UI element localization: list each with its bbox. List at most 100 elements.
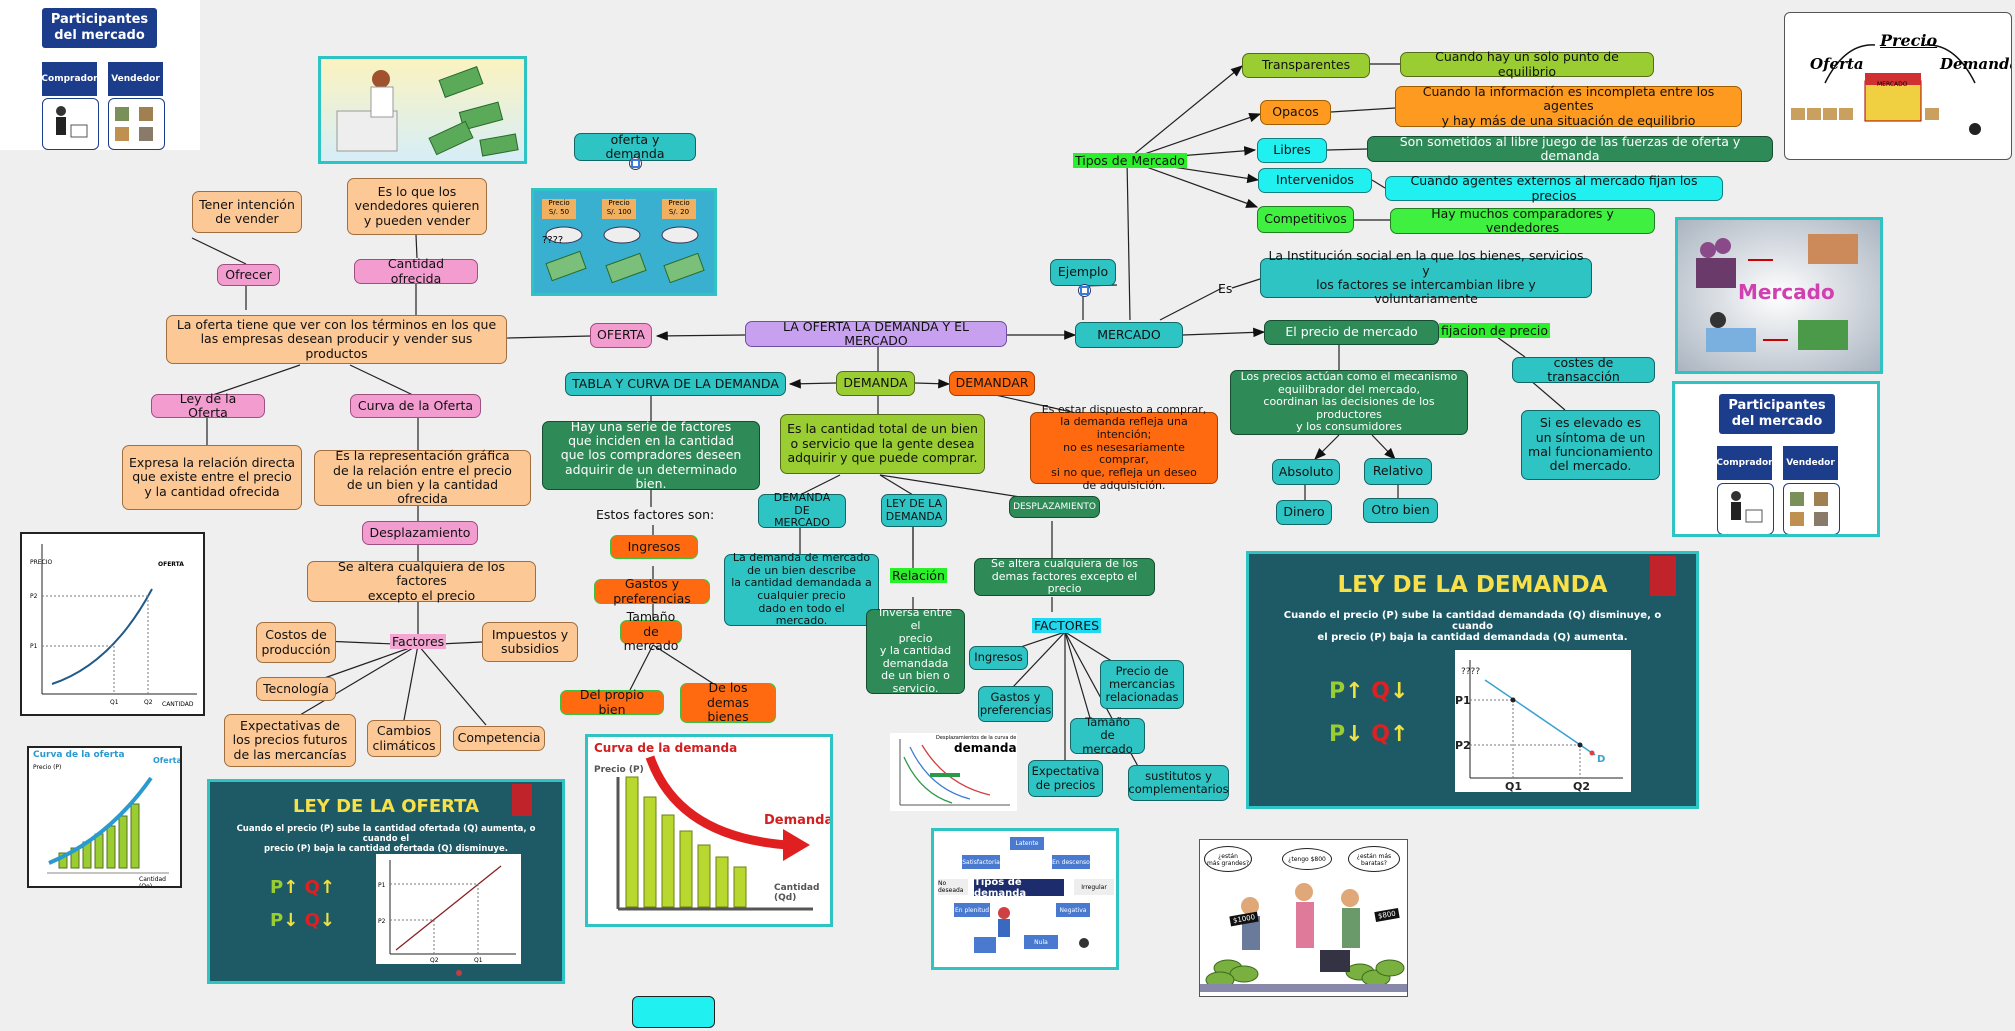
mercado-definition[interactable]: La Institución social en la que los bien…: [1260, 249, 1592, 306]
tipo-transparentes-def[interactable]: Cuando hay un solo punto de equilibrio: [1400, 49, 1654, 78]
factor-gastos-preferencias[interactable]: Gastos y preferencias: [978, 686, 1053, 722]
tipo-intervenidos[interactable]: Intervenidos: [1258, 168, 1372, 193]
tabla-demanda-definition[interactable]: Hay una serie de factores que inciden en…: [542, 419, 760, 491]
tipo-libres[interactable]: Libres: [1257, 138, 1327, 163]
factor-precio-relacionadas[interactable]: Precio de mercancias relacionadas: [1100, 660, 1184, 709]
demanda-node[interactable]: DEMANDA: [836, 371, 915, 396]
factor-costos[interactable]: Costos de producción: [256, 622, 336, 663]
tener-intencion-node[interactable]: Tener intención de vender: [192, 191, 302, 233]
mercado-collage-image: Mercado: [1675, 217, 1883, 374]
tipos-mercado-label[interactable]: Tipos de Mercado: [1073, 153, 1187, 168]
p-down-q-down: P↓ Q↓: [270, 910, 335, 931]
cantidad-ofrecida-node[interactable]: Cantidad ofrecida: [354, 256, 478, 285]
central-topic[interactable]: LA OFERTA LA DEMANDA Y EL MERCADO: [745, 319, 1007, 348]
relativo-node[interactable]: Relativo: [1364, 458, 1432, 485]
desplazamiento-demanda-definition[interactable]: Se altera cualquiera de los demas factor…: [974, 557, 1155, 596]
comic-mercado-image: ¿están más grandes? ¿tengo $800 ¿están m…: [1199, 839, 1408, 997]
factores-demanda-label[interactable]: FACTORES: [1032, 618, 1102, 633]
factores-oferta-label[interactable]: Factores: [390, 634, 447, 649]
curva-oferta-label: Oferta: [153, 756, 182, 765]
ofrecer-node[interactable]: Ofrecer: [217, 264, 280, 286]
relacion-label[interactable]: Relación: [890, 568, 947, 583]
factor-sustitutos[interactable]: sustitutos y complementarios: [1128, 765, 1229, 801]
comprador-label: Comprador: [41, 62, 98, 96]
oferta-node[interactable]: OFERTA: [590, 323, 652, 348]
factor-ingresos[interactable]: Ingresos: [969, 646, 1028, 670]
factor-tamano-mercado[interactable]: Tamaño de mercado: [1070, 716, 1145, 755]
tipo-transparentes[interactable]: Transparentes: [1242, 53, 1370, 78]
factor-tecnologia[interactable]: Tecnología: [256, 677, 336, 701]
tipo-competitivos-def[interactable]: Hay muchos comparadores y vendedores: [1390, 206, 1655, 235]
ley-oferta-title: LEY DE LA OFERTA: [293, 796, 479, 817]
otro-bien-node[interactable]: Otro bien: [1363, 498, 1438, 523]
demandar-definition[interactable]: Es estar dispuesto a comprar, la demanda…: [1030, 403, 1218, 491]
factor-cambios-climaticos[interactable]: Cambios climáticos: [367, 720, 441, 757]
tipo-demanda-2: Satisfactoria: [962, 855, 1000, 869]
precio-mercado-definition[interactable]: Los precios actúan como el mecanismo equ…: [1230, 370, 1468, 435]
demanda-mercado-node[interactable]: DEMANDA DE MERCADO: [758, 491, 846, 529]
curva-oferta-title: Curva de la oferta: [33, 750, 125, 760]
dinero-node[interactable]: Dinero: [1276, 500, 1332, 525]
tipo-intervenidos-def[interactable]: Cuando agentes externos al mercado fijan…: [1385, 173, 1723, 202]
demanda-definition[interactable]: Es la cantidad total de un bien o servic…: [780, 414, 985, 474]
svg-text:OFERTA: OFERTA: [158, 561, 184, 568]
tipo-competitivos[interactable]: Competitivos: [1257, 206, 1354, 233]
curva-oferta-yaxis: Precio (P): [33, 764, 62, 771]
question-marks: ????: [542, 235, 564, 246]
curva-oferta-definition[interactable]: Es la representación gráfica de la relac…: [314, 449, 531, 506]
svg-text:Q2: Q2: [144, 699, 153, 706]
precio-diag-oferta: Oferta: [1810, 55, 1864, 73]
ejemplo-attachment-icon[interactable]: [1078, 284, 1091, 297]
factor-expectativa-precios[interactable]: Expectativa de precios: [1028, 760, 1103, 797]
demandar-node[interactable]: DEMANDAR: [949, 371, 1035, 396]
factor-precios[interactable]: Tamaño de mercado: [620, 610, 682, 653]
tipo-opacos[interactable]: Opacos: [1260, 100, 1331, 125]
oferta-definition[interactable]: La oferta tiene que ver con los términos…: [166, 315, 507, 364]
desplazamiento-demanda-node[interactable]: DESPLAZAMIENTO: [1009, 496, 1100, 518]
relacion-definition[interactable]: Inversa entre el precio y la cantidad de…: [866, 606, 965, 695]
factor-renta[interactable]: Gastos y preferencias: [594, 576, 710, 605]
desplazamiento-oferta-node[interactable]: Desplazamiento: [362, 521, 478, 545]
ley-oferta-definition[interactable]: Expresa la relación directa que existe e…: [122, 445, 302, 510]
cantidad-ofrecida-definition[interactable]: Es lo que los vendedores quieren y puede…: [347, 178, 487, 235]
curva-oferta-image: Curva de la oferta Precio (P) Oferta Can…: [27, 746, 182, 888]
svg-text:P1: P1: [1455, 694, 1471, 707]
tabla-curva-demanda-node[interactable]: TABLA Y CURVA DE LA DEMANDA: [565, 372, 786, 396]
vendedor-label: Vendedor: [108, 62, 163, 96]
svg-text:Q1: Q1: [1505, 780, 1522, 792]
precio-propio-bien[interactable]: Del propio bien: [560, 687, 664, 716]
factor-impuestos[interactable]: Impuestos y subsidios: [482, 622, 578, 662]
ley-demanda-slide: LEY DE LA DEMANDA Cuando el precio (P) s…: [1246, 551, 1699, 809]
precio-diag-demanda: Demanda: [1940, 55, 2012, 73]
factor-preferencias[interactable]: Ingresos: [610, 535, 698, 559]
tipo-demanda-8: Nula: [1024, 935, 1058, 949]
empty-node[interactable]: [632, 996, 715, 1028]
ley-demanda-desc: Cuando el precio (P) sube la cantidad de…: [1283, 610, 1662, 643]
precio-mercado-node[interactable]: El precio de mercado: [1264, 320, 1439, 345]
p-up-q-up: P↑ Q↑: [270, 877, 335, 898]
curva-demanda-yaxis: Precio (P): [594, 765, 644, 775]
tipo-opacos-def[interactable]: Cuando la información es incompleta entr…: [1395, 84, 1742, 127]
comic-bubble-3: ¿están más baratas?: [1348, 846, 1400, 872]
costes-transaccion-node[interactable]: costes de transacción: [1512, 355, 1655, 384]
oferta-demanda-attachment-icon[interactable]: [629, 157, 642, 170]
ley-demanda-node[interactable]: LEY DE LA DEMANDA: [881, 494, 947, 527]
curva-demanda-label: Demanda: [764, 813, 833, 828]
factor-expectativas[interactable]: Expectativas de los precios futuros de l…: [224, 714, 356, 767]
costes-transaccion-definition[interactable]: Si es elevado es un síntoma de un mal fu…: [1521, 410, 1660, 480]
absoluto-node[interactable]: Absoluto: [1272, 459, 1340, 485]
fijacion-precio-label[interactable]: fijacion de precio: [1439, 323, 1550, 338]
tipos-demanda-image: Tipos de demanda Latente Satisfactoria E…: [931, 828, 1119, 970]
ejemplo-node[interactable]: Ejemplo: [1050, 259, 1116, 286]
desplazamiento-oferta-definition[interactable]: Se altera cualquiera de los factores exc…: [307, 559, 536, 602]
ley-oferta-node[interactable]: Ley de la Oferta: [151, 391, 265, 420]
demanda-mercado-definition[interactable]: La demanda de mercado de un bien describ…: [724, 551, 879, 627]
curva-oferta-node[interactable]: Curva de la Oferta: [350, 394, 481, 418]
slide-bookmark-oferta: [512, 784, 532, 816]
precio-demas-bienes[interactable]: De los demas bienes: [680, 681, 776, 724]
mercado-node[interactable]: MERCADO: [1075, 322, 1183, 348]
tipo-libres-def[interactable]: Son sometidos al libre juego de las fuer…: [1367, 134, 1773, 163]
factor-competencia[interactable]: Competencia: [453, 726, 545, 751]
oferta-demanda-node[interactable]: oferta y demanda: [574, 132, 696, 161]
